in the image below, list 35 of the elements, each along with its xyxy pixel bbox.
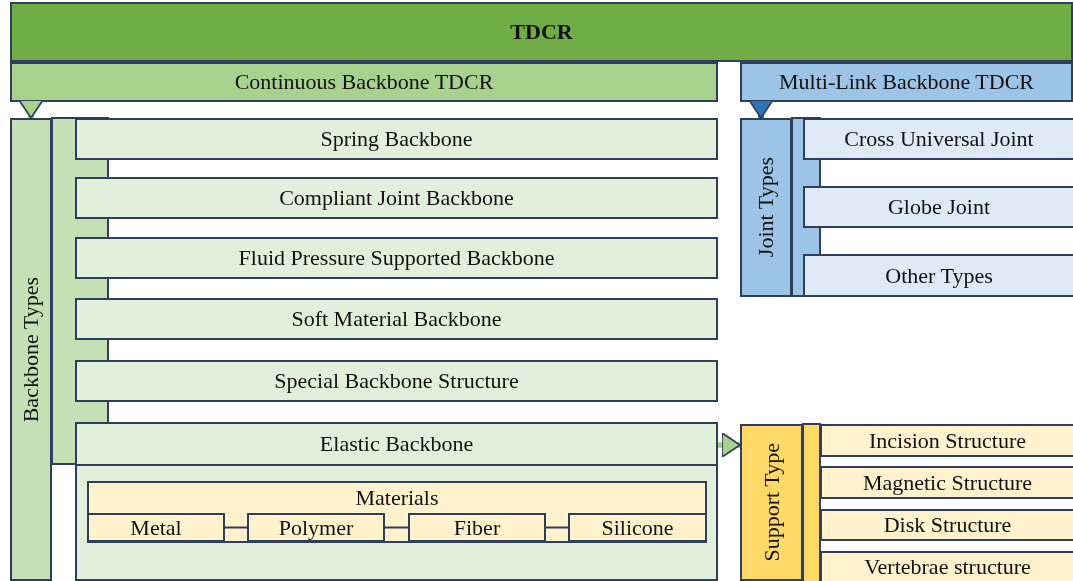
category-box: Silicone [568,513,707,542]
category-box: Continuous Backbone TDCR [10,62,718,102]
category-box: Vertebrae structure [820,551,1073,581]
arrow [18,99,44,119]
arrow [748,99,774,119]
arrow [718,432,741,458]
category-box: Special Backbone Structure [75,360,718,402]
vertical-label: Backbone Types [19,276,43,423]
category-box: Other Types [803,254,1073,297]
branch-bar [802,423,821,581]
group-panel [87,481,707,543]
category-box: Fiber [408,513,546,542]
category-box: Polymer [247,513,385,542]
category-box: Disk Structure [820,509,1073,541]
category-box: Metal [87,513,225,542]
vertical-label: Support Type [759,443,784,562]
category-band [740,118,792,297]
category-box: Fluid Pressure Supported Backbone [75,237,718,279]
category-box: Cross Universal Joint [803,118,1073,160]
panel-heading: Materials [355,486,439,510]
category-box: Spring Backbone [75,118,718,160]
connector-line [224,526,248,529]
category-box: Multi-Link Backbone TDCR [740,62,1073,102]
category-box: Compliant Joint Backbone [75,177,718,219]
vertical-label: Joint Types [754,157,778,258]
connector-line [545,526,569,529]
category-box: Magnetic Structure [820,466,1073,499]
category-box: Soft Material Backbone [75,298,718,340]
panel-heading: Elastic Backbone [319,432,474,456]
category-band [10,118,52,581]
group-panel [75,422,718,581]
category-box: Globe Joint [803,186,1073,228]
category-box: Incision Structure [820,424,1073,457]
title-band: TDCR [10,2,1073,62]
connector-line [384,526,409,529]
